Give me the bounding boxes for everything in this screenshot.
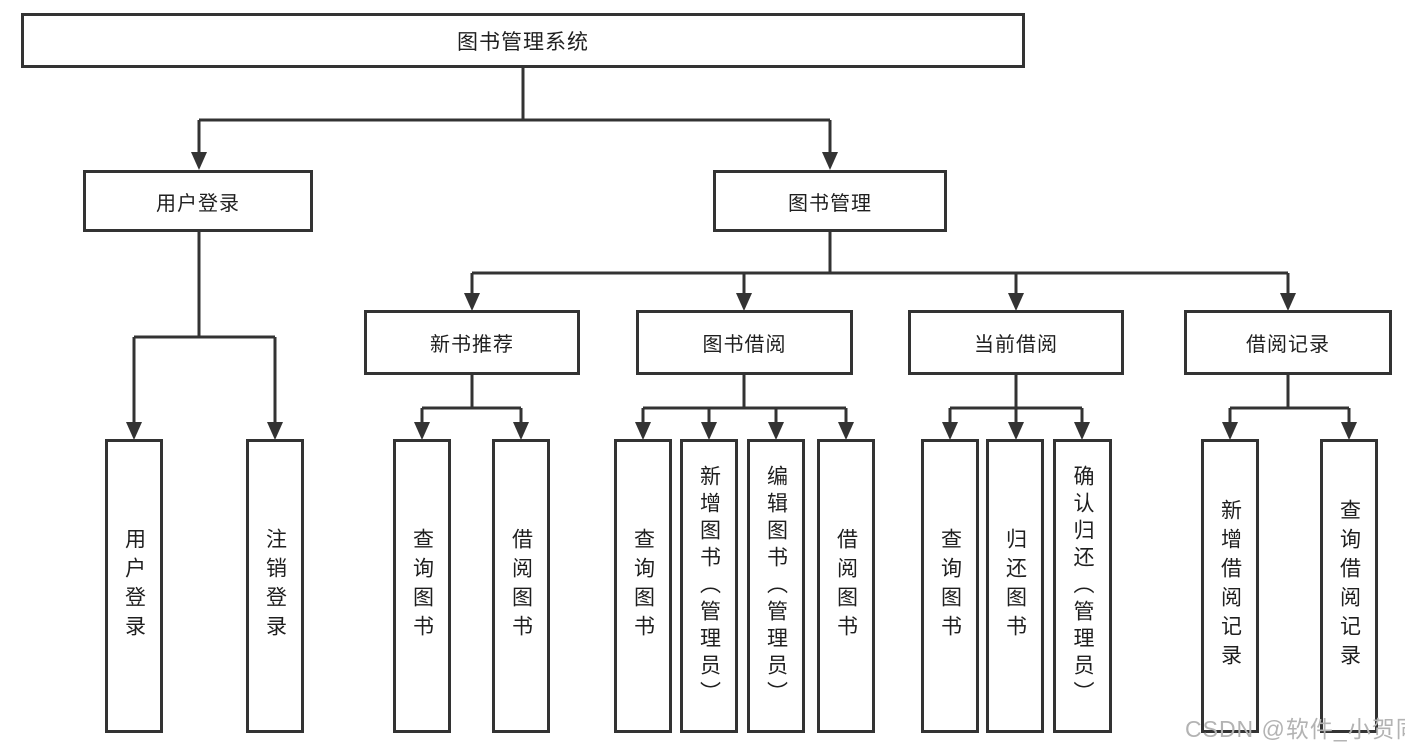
- arrowhead-icons: [126, 152, 1357, 440]
- node-library-management-system: 图书管理系统: [21, 13, 1025, 68]
- connector-lines: [132, 68, 1351, 424]
- node-new-book-recommendation: 新书推荐: [364, 310, 580, 375]
- node-book-borrowing: 图书借阅: [636, 310, 853, 375]
- leaf-query-books-recommend: 查询图书: [393, 439, 451, 733]
- node-current-borrowing: 当前借阅: [908, 310, 1124, 375]
- leaf-query-borrow-record: 查询借阅记录: [1320, 439, 1378, 733]
- leaf-query-books-current: 查询图书: [921, 439, 979, 733]
- leaf-logout: 注销登录: [246, 439, 304, 733]
- node-book-management: 图书管理: [713, 170, 947, 232]
- leaf-edit-book-admin: 编辑图书（管理员）: [747, 439, 805, 733]
- leaf-confirm-return-admin: 确认归还（管理员）: [1053, 439, 1112, 733]
- csdn-watermark: CSDN @软件_小贺同学: [1185, 716, 1405, 742]
- node-borrowing-records: 借阅记录: [1184, 310, 1392, 375]
- leaf-add-book-admin: 新增图书（管理员）: [680, 439, 738, 733]
- leaf-borrow-books-recommend: 借阅图书: [492, 439, 550, 733]
- leaf-return-book: 归还图书: [986, 439, 1044, 733]
- leaf-query-books-borrowing: 查询图书: [614, 439, 672, 733]
- leaf-add-borrow-record: 新增借阅记录: [1201, 439, 1259, 733]
- node-user-login: 用户登录: [83, 170, 313, 232]
- leaf-borrow-books-borrowing: 借阅图书: [817, 439, 875, 733]
- leaf-user-login: 用户登录: [105, 439, 163, 733]
